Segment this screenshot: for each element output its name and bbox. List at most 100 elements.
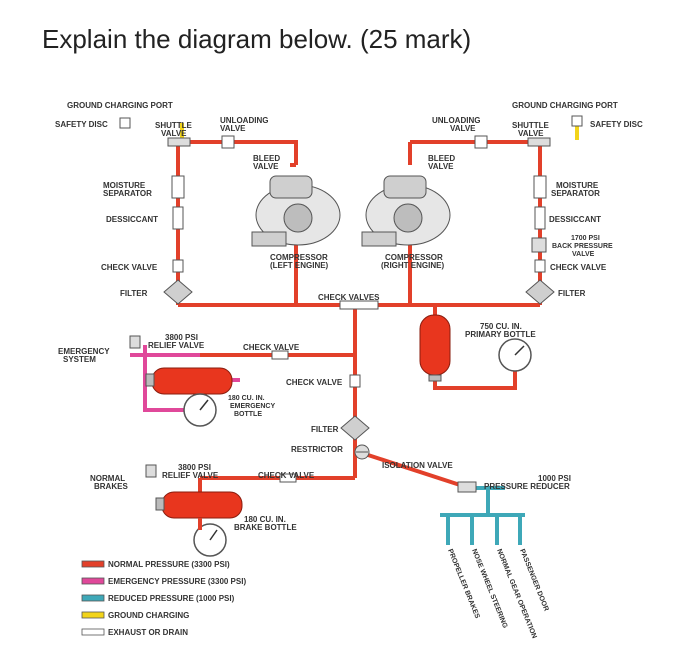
legend-label-1: EMERGENCY PRESSURE (3300 PSI) (108, 577, 246, 586)
pressure-reducer-label-1: 1000 PSI (538, 474, 571, 483)
pressure-reducer-label-2: PRESSURE REDUCER (484, 482, 570, 491)
unloading-valve-left-label-1: UNLOADING (220, 116, 268, 125)
back-pressure-valve-label-3: VALVE (572, 251, 595, 258)
unloading-valve-right-label-2: VALVE (450, 124, 476, 133)
emergency-bottle-label-1: 180 CU. IN. (228, 395, 265, 402)
check-valve-emergency-label: CHECK VALVE (243, 343, 300, 352)
compressor-left-label-1: COMPRESSOR (270, 253, 328, 262)
brake-bottle-icon (155, 491, 243, 519)
legend-swatch-3 (81, 611, 105, 619)
shuttle-valve-left (167, 137, 191, 147)
dessiccant-right (534, 206, 546, 230)
filter-mid-label: FILTER (311, 425, 339, 434)
legend-label-2: REDUCED PRESSURE (1000 PSI) (108, 594, 235, 603)
shuttle-valve-right (527, 137, 551, 147)
dessiccant-right-label: DESSICCANT (549, 215, 601, 224)
moisture-separator-left-label-1: MOISTURE (103, 181, 146, 190)
filter-mid-icon (340, 415, 370, 441)
primary-bottle-icon (419, 314, 451, 382)
unloading-valve-left (221, 135, 235, 149)
legend-swatch-2 (81, 594, 105, 602)
dessiccant-left-label: DESSICCANT (106, 215, 158, 224)
dessiccant-left (172, 206, 184, 230)
compressor-left-icon (251, 175, 341, 247)
relief-valve-emergency-icon (129, 335, 141, 349)
normal-brakes-label-1: NORMAL (90, 474, 125, 483)
legend-swatch-0 (81, 560, 105, 568)
back-pressure-valve-label-1: 1700 PSI (571, 235, 600, 242)
check-valve-right-icon (534, 259, 546, 273)
unloading-valve-right (474, 135, 488, 149)
check-valve-left-label: CHECK VALVE (101, 263, 158, 272)
pressure-gauge-primary-icon (498, 338, 532, 372)
relief-valve-brakes-icon (145, 464, 157, 478)
legend-label-0: NORMAL PRESSURE (3300 PSI) (108, 560, 230, 569)
pressure-gauge-emergency-icon (183, 393, 217, 427)
filter-left-label: FILTER (120, 289, 148, 298)
legend-label-4: EXHAUST OR DRAIN (108, 628, 188, 637)
bleed-valve-right-label-1: BLEED (428, 154, 455, 163)
filter-right-label: FILTER (558, 289, 586, 298)
safety-disc-right (571, 115, 583, 127)
relief-valve-brakes-label-2: RELIEF VALVE (162, 471, 219, 480)
check-valve-emergency-icon (271, 350, 289, 360)
primary-bottle-label-2: PRIMARY BOTTLE (465, 330, 536, 339)
restrictor-icon (354, 444, 370, 460)
shuttle-valve-right-label-1: SHUTTLE (512, 121, 550, 130)
legend-swatch-4 (81, 628, 105, 636)
shuttle-valve-left-label-1: SHUTTLE (155, 121, 193, 130)
normal-brakes-label-2: BRAKES (94, 482, 128, 491)
emergency-system-label-1: EMERGENCY (58, 347, 110, 356)
moisture-separator-right (533, 175, 547, 199)
check-valve-brakes-icon (279, 473, 297, 483)
pressure-gauge-brake-icon (193, 523, 227, 557)
reduced-pressure-lines (440, 486, 525, 545)
ground-charging-port-left-label: GROUND CHARGING PORT (67, 101, 173, 110)
safety-disc-left-label: SAFETY DISC (55, 120, 108, 129)
brake-bottle-label-2: BRAKE BOTTLE (234, 523, 297, 532)
shuttle-valve-left-label-2: VALVE (161, 129, 187, 138)
moisture-separator-left (171, 175, 185, 199)
filter-right-icon (525, 279, 555, 305)
compressor-right-label-1: COMPRESSOR (385, 253, 443, 262)
moisture-separator-right-label-1: MOISTURE (556, 181, 599, 190)
emergency-bottle-label-2: EMERGENCY (230, 403, 275, 410)
relief-valve-emergency-label-1: 3800 PSI (165, 333, 198, 342)
unloading-valve-right-label-1: UNLOADING (432, 116, 480, 125)
filter-left-icon (163, 279, 193, 305)
legend-label-3: GROUND CHARGING (108, 611, 189, 620)
shuttle-valve-right-label-2: VALVE (518, 129, 544, 138)
legend-swatch-1 (81, 577, 105, 585)
safety-disc-right-label: SAFETY DISC (590, 120, 643, 129)
emergency-system-label-2: SYSTEM (63, 355, 96, 364)
bleed-valve-left-label-2: VALVE (253, 162, 279, 171)
check-valve-mid-label: CHECK VALVE (286, 378, 343, 387)
check-valve-left-icon (172, 259, 184, 273)
check-valve-mid-icon (349, 374, 361, 388)
emergency-bottle-label-3: BOTTLE (234, 411, 262, 418)
relief-valve-brakes-label-1: 3800 PSI (178, 463, 211, 472)
compressor-right-icon (361, 175, 451, 247)
restrictor-label: RESTRICTOR (291, 445, 343, 454)
ground-charging-port-right-label: GROUND CHARGING PORT (512, 101, 618, 110)
isolation-valve-label: ISOLATION VALVE (382, 461, 453, 470)
check-valve-brakes-label: CHECK VALVE (258, 471, 315, 480)
back-pressure-valve (531, 237, 547, 253)
pressure-reducer-icon (457, 481, 477, 493)
check-valves-label: CHECK VALVES (318, 293, 380, 302)
back-pressure-valve-label-2: BACK PRESSURE (552, 243, 613, 250)
moisture-separator-left-label-2: SEPARATOR (103, 189, 152, 198)
bleed-valve-left-label-1: BLEED (253, 154, 280, 163)
relief-valve-emergency-label-2: RELIEF VALVE (148, 341, 205, 350)
bleed-valve-right-label-2: VALVE (428, 162, 454, 171)
question-title: Explain the diagram below. (25 mark) (42, 24, 472, 54)
compressor-left-label-2: (LEFT ENGINE) (270, 261, 329, 270)
primary-bottle-label-1: 750 CU. IN. (480, 322, 522, 331)
unloading-valve-left-label-2: VALVE (220, 124, 246, 133)
brake-bottle-label-1: 180 CU. IN. (244, 515, 286, 524)
legend: NORMAL PRESSURE (3300 PSI) EMERGENCY PRES… (81, 560, 246, 637)
check-valve-right-label: CHECK VALVE (550, 263, 607, 272)
emergency-bottle-icon (145, 367, 233, 395)
compressor-right-label-2: (RIGHT ENGINE) (381, 261, 444, 270)
